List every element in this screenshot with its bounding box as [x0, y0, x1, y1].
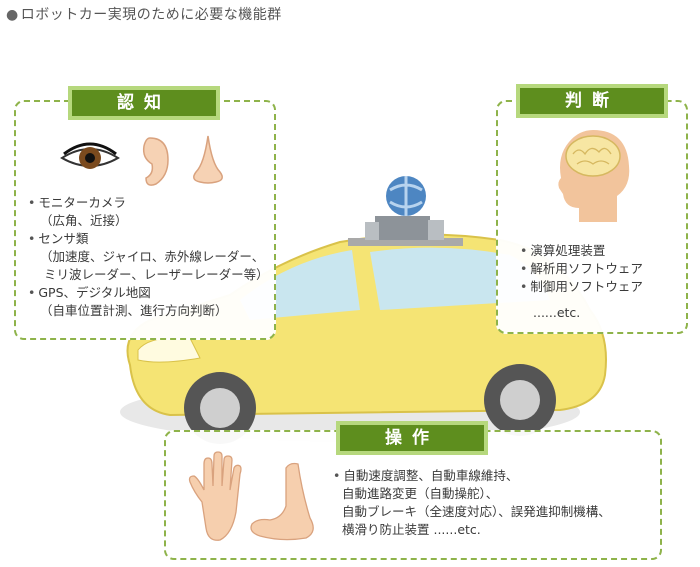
nose-icon	[193, 135, 223, 184]
foot-icon	[250, 462, 314, 541]
list-item-detail: （自車位置計測、進行方向判断）	[40, 303, 228, 318]
recognition-badge: 認知	[68, 86, 220, 120]
operation-list: •自動速度調整、自動車線維持、 自動進路変更（自動操舵）、 自動ブレーキ（全速度…	[333, 467, 653, 539]
page-heading: ●ロボットカー実現のために必要な機能群	[6, 4, 282, 24]
list-item: •制御用ソフトウェア	[520, 279, 643, 294]
robot-car-illustration	[120, 176, 607, 444]
list-item-detail: （加速度、ジャイロ、赤外線レーダー、	[40, 249, 265, 264]
judgment-badge: 判断	[516, 84, 668, 118]
judgment-etc: ......etc.	[533, 305, 581, 320]
eye-icon	[60, 142, 120, 169]
list-item-detail: ミリ波レーダー、レーザーレーダー等）	[44, 267, 269, 282]
operation-badge: 操作	[336, 421, 488, 455]
hand-icon	[188, 451, 242, 541]
judgment-list: •演算処理装置 •解析用ソフトウェア •制御用ソフトウェア	[520, 242, 680, 296]
ear-icon	[142, 137, 169, 186]
list-item: 横滑り防止装置 ......etc.	[342, 522, 481, 537]
list-item: 自動ブレーキ（全速度対応）、誤発進抑制機構、	[342, 504, 611, 519]
list-item: •モニターカメラ	[28, 195, 126, 210]
list-item: •解析用ソフトウェア	[520, 261, 643, 276]
list-item: •自動速度調整、自動車線維持、	[333, 468, 519, 483]
list-item: 自動進路変更（自動操舵）、	[342, 486, 499, 501]
car-headlight	[137, 337, 201, 363]
head-brain-icon	[558, 130, 630, 222]
roof-rack	[348, 238, 463, 246]
list-item-detail: （広角、近接）	[40, 213, 128, 228]
operation-icons	[188, 451, 314, 541]
sense-icons	[60, 135, 223, 186]
list-item: •センサ類	[28, 231, 89, 246]
recognition-panel	[14, 100, 276, 340]
heading-bullet: ●	[6, 7, 19, 23]
list-item: •GPS、デジタル地図	[28, 285, 151, 300]
sensor-box	[375, 216, 430, 240]
recognition-list: •モニターカメラ （広角、近接） •センサ類 （加速度、ジャイロ、赤外線レーダー…	[28, 194, 272, 320]
heading-text: ロボットカー実現のために必要な機能群	[20, 7, 282, 23]
list-item: •演算処理装置	[520, 243, 606, 258]
